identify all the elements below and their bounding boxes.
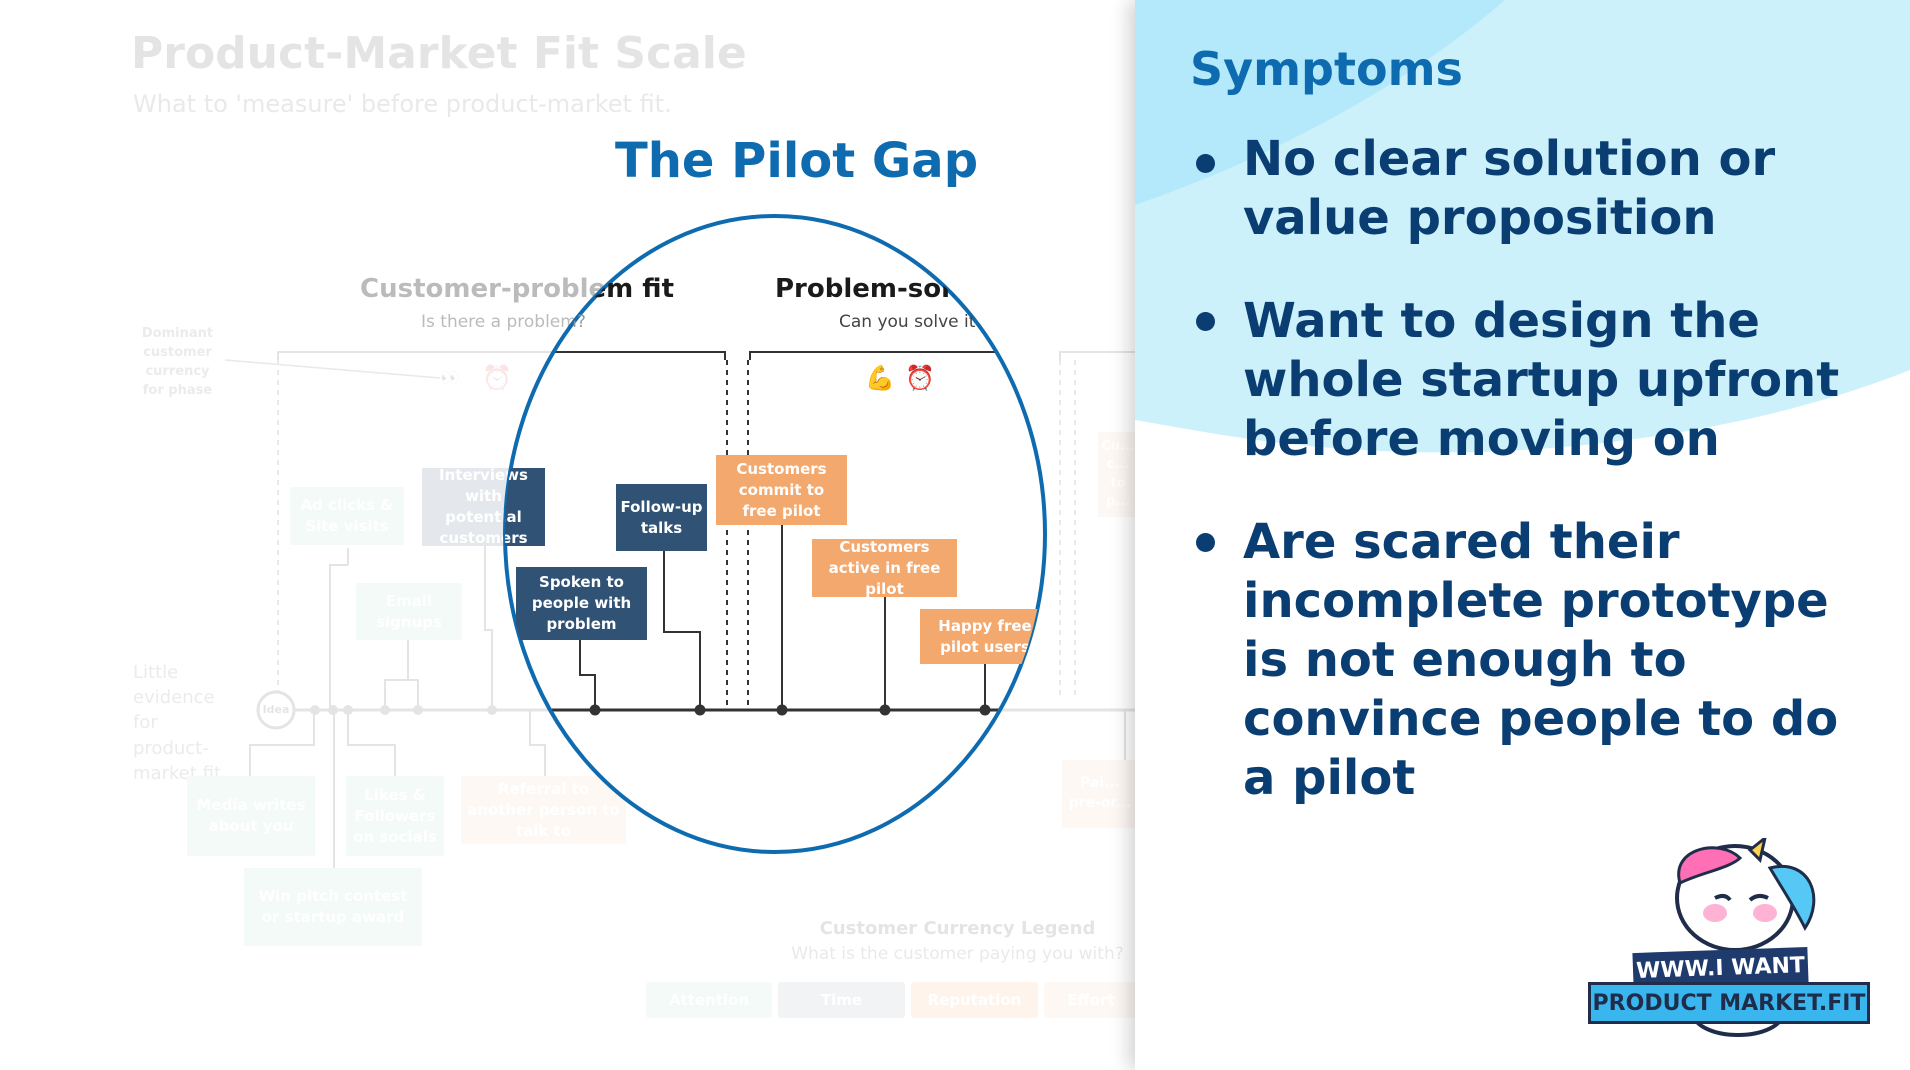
legend-title: Customer Currency Legend bbox=[819, 918, 1096, 939]
box-spoken-to-people: Spoken to people with problem bbox=[516, 567, 647, 640]
lens-content: Interviews with potential customers Foll… bbox=[505, 216, 1045, 852]
bullet-dot-3 bbox=[1196, 533, 1215, 552]
alarm-clock-icon: ⏰ bbox=[482, 364, 512, 392]
box-email-signups: Email signups bbox=[356, 583, 462, 640]
legend-reputation: Reputation bbox=[911, 982, 1038, 1018]
bullet-dot-2 bbox=[1196, 312, 1215, 331]
box-customers-active: Customers active in free pilot bbox=[812, 538, 957, 598]
box-happy-free-pilot: Happy free pilot users bbox=[920, 609, 1045, 664]
legend-time: Time bbox=[778, 982, 905, 1018]
page-subtitle: What to 'measure' before product-market … bbox=[133, 90, 672, 118]
box-media-writes: Media writes about you bbox=[187, 776, 315, 856]
brand-logo: WWW.I WANT PRODUCT MARKET.FIT bbox=[1580, 838, 1870, 1038]
box-likes-followers: Likes & Followers on socials bbox=[346, 776, 444, 856]
bullet-dot-1 bbox=[1196, 154, 1215, 173]
eyes-icon: 👀 bbox=[440, 368, 460, 387]
legend-subtitle: What is the customer paying you with? bbox=[791, 944, 1124, 964]
symptoms-title: Symptoms bbox=[1190, 42, 1463, 96]
panel-wave-background bbox=[1135, 0, 1910, 453]
box-ad-clicks: Ad clicks & Site visits bbox=[290, 487, 404, 545]
box-paid-preorder: Pai... pre-or... bbox=[1062, 760, 1138, 828]
phase2-subtitle: Can you solve it? bbox=[839, 312, 985, 332]
box-customers-commit: Customers commit to free pilot bbox=[716, 455, 847, 525]
box-customers-partial: Cu... c... to p... bbox=[1098, 432, 1138, 517]
logo-line-2: PRODUCT MARKET.FIT bbox=[1588, 982, 1870, 1024]
box-win-pitch: Win pitch contest or startup award bbox=[244, 868, 422, 946]
flexed-biceps-icon-2: 💪 bbox=[865, 364, 895, 392]
legend-effort: Effort bbox=[1044, 982, 1138, 1018]
box-follow-up-talks: Follow-up talks bbox=[616, 484, 707, 551]
pilot-gap-title: The Pilot Gap bbox=[615, 133, 979, 189]
page-title: Product-Market Fit Scale bbox=[131, 28, 747, 79]
start-marker: Idea bbox=[262, 703, 290, 716]
alarm-clock-icon-2: ⏰ bbox=[905, 364, 935, 392]
symptom-bullet-1: No clear solution or value proposition bbox=[1243, 131, 1776, 246]
side-note: Dominant customer currency for phase bbox=[141, 326, 214, 398]
box-referral: Referral to another person to talk to bbox=[461, 776, 626, 844]
pilot-gap-lens bbox=[503, 214, 1047, 854]
left-evidence-note: Little evidence for product-market fit bbox=[133, 662, 221, 784]
legend-attention: Attention bbox=[646, 982, 772, 1018]
symptom-bullet-3: Are scared their incomplete prototype is… bbox=[1243, 514, 1839, 806]
box-interviews: Interviews with potential customers bbox=[505, 466, 545, 547]
symptom-bullet-2: Want to design the whole startup upfront… bbox=[1243, 293, 1840, 467]
phase1-subtitle: Is there a problem? bbox=[421, 312, 586, 332]
